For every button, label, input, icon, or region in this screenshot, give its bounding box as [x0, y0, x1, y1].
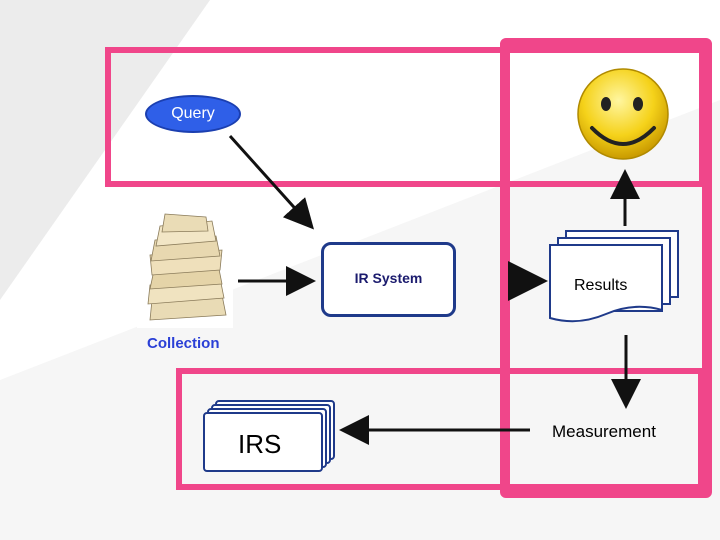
measurement-frame — [176, 368, 704, 490]
user-results-frame — [500, 38, 712, 498]
ir-system-label: IR System — [354, 270, 423, 286]
collection-label: Collection — [147, 335, 220, 352]
ir-system-node: IR System — [321, 242, 456, 317]
query-label: Query — [171, 105, 215, 122]
results-label: Results — [574, 277, 628, 294]
query-node: Query — [145, 95, 241, 133]
measurement-label: Measurement — [552, 422, 656, 441]
irs-label: IRS — [238, 429, 282, 459]
